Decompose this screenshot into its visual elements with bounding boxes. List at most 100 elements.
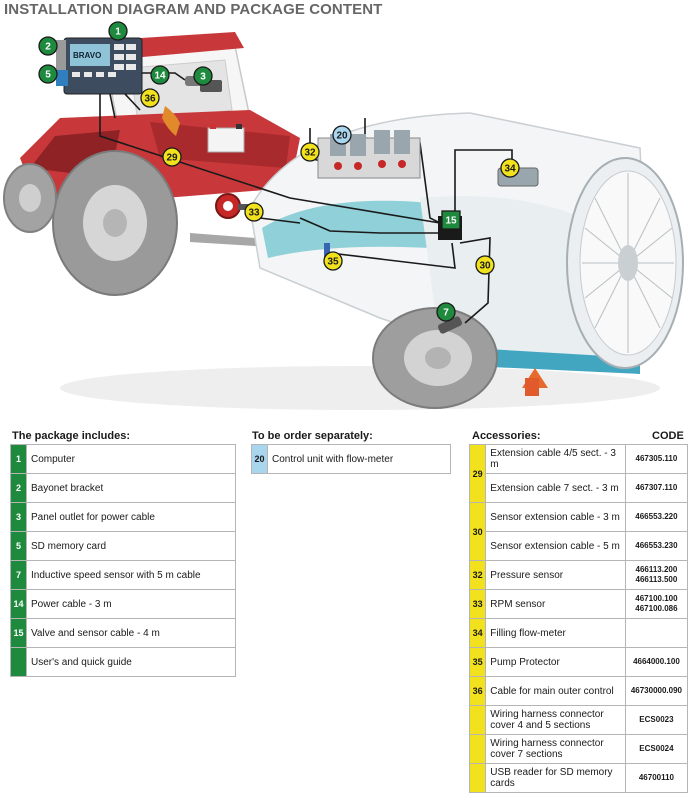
outer-control-fitting [162, 106, 180, 136]
accessory-code: 467307.110 [624, 473, 689, 503]
callout-badge-number: 5 [45, 70, 51, 81]
accessory-label: Wiring harness connector cover 4 and 5 s… [485, 705, 626, 735]
callout-badge-shape [244, 202, 264, 222]
accessory-code: 466553.220 [624, 502, 689, 532]
accessory-code-value: 46730000.090 [630, 686, 682, 695]
callout-badge-shape [150, 65, 170, 85]
callout-badge-shape [441, 210, 461, 230]
code-heading: CODE [652, 430, 684, 442]
callout-badge-3: 3 [193, 66, 213, 86]
accessory-label: Extension cable 7 sect. - 3 m [485, 473, 626, 503]
package-item-number: 3 [10, 502, 27, 532]
callout-badge-36: 36 [140, 88, 160, 108]
installation-diagram: BRAVO [3, 21, 684, 410]
callout-badge-shape [162, 147, 182, 167]
callout-badge-number: 32 [304, 148, 316, 159]
callout-badge-number: 15 [445, 216, 457, 227]
accessories-heading: Accessories: [472, 430, 541, 442]
accessory-code: 467305.110 [624, 444, 689, 474]
ground-shadow [60, 366, 660, 410]
computer-display-label: BRAVO [73, 51, 101, 60]
package-item-label: Bayonet bracket [26, 473, 236, 503]
callout-badge-20: 20 [332, 125, 352, 145]
accessory-code [624, 618, 689, 648]
callout-badge-1: 1 [108, 21, 128, 41]
battery [207, 127, 245, 153]
package-heading: The package includes: [12, 430, 130, 442]
accessory-code-value: ECS0023 [639, 715, 674, 724]
callout-badge-shape [436, 302, 456, 322]
accessory-code: 466553.230 [624, 531, 689, 561]
callout-badge-number: 7 [443, 308, 449, 319]
accessory-number [468, 763, 487, 793]
callout-badge-30: 30 [475, 255, 495, 275]
callout-badge-33: 33 [244, 202, 264, 222]
callout-badge-number: 2 [45, 42, 51, 53]
accessory-number: 33 [468, 589, 487, 619]
accessory-row: Wiring harness connector cover 4 and 5 s… [468, 705, 689, 735]
package-item-row: User's and quick guide [10, 647, 236, 677]
package-item-label: Computer [26, 444, 236, 474]
package-item-number: 5 [10, 531, 27, 561]
accessory-label: Wiring harness connector cover 7 section… [485, 734, 626, 764]
callout-badge-number: 29 [166, 153, 178, 164]
accessory-number [468, 705, 487, 735]
accessory-code-value: ECS0024 [639, 744, 674, 753]
accessory-code-value: 4664000.100 [633, 657, 680, 666]
accessory-label: Cable for main outer control [485, 676, 626, 706]
accessory-code-value: 466113.500 [635, 575, 678, 584]
accessory-code-value: 467100.100 [635, 594, 678, 603]
callout-badge-shape [300, 142, 320, 162]
package-item-number: 2 [10, 473, 27, 503]
callout-badge-number: 30 [479, 261, 491, 272]
callout-badge-7: 7 [436, 302, 456, 322]
accessory-label: Sensor extension cable - 3 m [485, 502, 626, 532]
accessory-code: ECS0023 [624, 705, 689, 735]
separate-heading: To be order separately: [252, 430, 373, 442]
accessory-code: 4664000.100 [624, 647, 689, 677]
package-item-label: Valve and sensor cable - 4 m [26, 618, 236, 648]
package-item-number: 15 [10, 618, 27, 648]
callout-badge-2: 2 [38, 36, 58, 56]
callout-badge-number: 33 [248, 208, 260, 219]
accessory-code-value: 467100.086 [635, 604, 678, 613]
callout-badge-shape [140, 88, 160, 108]
accessory-code: 46730000.090 [624, 676, 689, 706]
callout-badge-35: 35 [323, 251, 343, 271]
callout-badge-number: 35 [327, 257, 339, 268]
accessory-code-value: 466553.230 [635, 541, 678, 550]
package-item-label: Panel outlet for power cable [26, 502, 236, 532]
accessory-number: 30 [468, 502, 487, 561]
callout-badge-32: 32 [300, 142, 320, 162]
callout-badge-5: 5 [38, 64, 58, 84]
accessory-label: Pump Protector [485, 647, 626, 677]
accessory-code-value: 46700110 [638, 773, 674, 782]
callout-badge-34: 34 [500, 158, 520, 178]
bayonet-bracket [56, 40, 66, 70]
callout-badge-number: 20 [336, 131, 348, 142]
accessory-number: 35 [468, 647, 487, 677]
accessory-label: USB reader for SD memory cards [485, 763, 626, 793]
accessory-label: RPM sensor [485, 589, 626, 619]
package-item-label: User's and quick guide [26, 647, 236, 677]
callout-badge-shape [500, 158, 520, 178]
accessory-code: 46700110 [624, 763, 689, 793]
accessory-number: 32 [468, 560, 487, 590]
callout-badge-number: 3 [200, 72, 206, 83]
accessory-number: 29 [468, 444, 487, 503]
